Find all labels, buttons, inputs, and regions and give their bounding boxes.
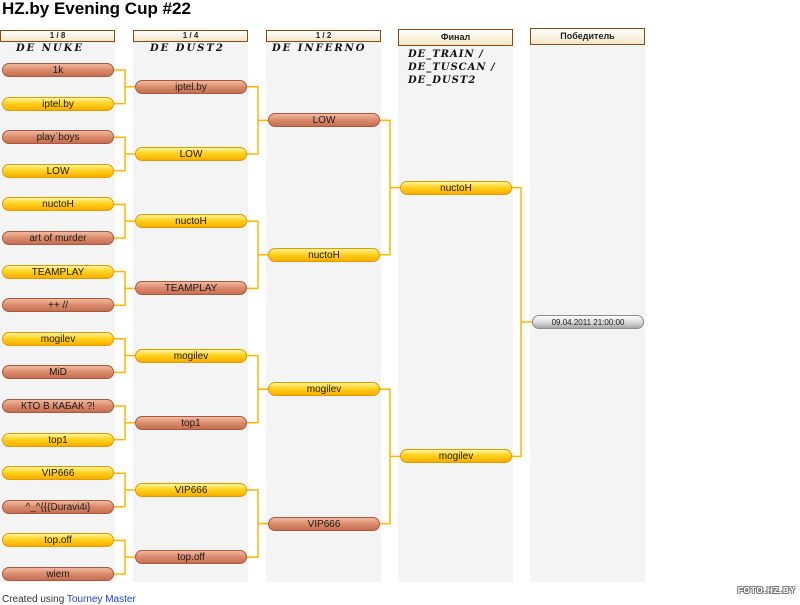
connector-sf-2 [380,388,391,525]
bracket-slot-final-1: nuctoH [400,180,512,195]
connector-r16-5 [114,338,126,374]
connector-qf-2 [247,220,259,290]
bracket-slot-qf-6: top1 [135,415,247,430]
connector-qf-3 [247,354,259,424]
connector-qf-4 [247,489,259,558]
connector-r16-4 [114,270,126,306]
round-header-1-8: 1 / 8 [0,30,115,42]
bracket-slot-r16-14: ^_^{{{Duravi4i} [2,499,114,514]
bracket-slot-qf-8: top.off [135,550,247,565]
connector-qf-1 [247,86,259,155]
round-map-1-8: DE NUKE [16,43,84,54]
bracket-slot-qf-2: LOW [135,147,247,161]
bracket-slot-r16-8: ++ // [2,298,114,313]
bracket-slot-sf-2: nuctoH [268,247,380,262]
bracket-slot-qf-1: iptel.by [135,79,247,94]
bracket-slot-final-2: mogilev [400,449,512,464]
bracket-slot-r16-16: wiem [2,567,114,581]
connector-r16-8 [114,539,126,575]
connector-final [512,186,522,458]
bracket-slot-qf-5: mogilev [135,348,247,363]
bracket-slot-r16-9: mogilev [2,331,114,346]
connector-r16-6 [114,405,126,441]
bracket-slot-qf-3: nuctoH [135,214,247,229]
page-title: HZ.by Evening Cup #22 [2,0,191,18]
round-header-winner: Победитель [530,28,645,45]
column-winner [530,46,645,582]
column-final [398,46,513,582]
round-map-1-2: DE INFERNO [272,43,367,54]
bracket-slot-r16-13: VIP666 [2,466,114,481]
bracket-slot-sf-3: mogilev [268,382,380,397]
bracket-slot-r16-4: LOW [2,163,114,178]
bracket-slot-sf-1: LOW [268,113,380,128]
bracket-slot-r16-11: КТО В КАБАК ?! [2,399,114,413]
connector-r16-1 [114,69,126,105]
bracket-slot-r16-6: art of murder [2,231,114,245]
connector-r16-2 [114,136,126,172]
winner-date-slot: 09.04.2011 21:00:00 [532,315,644,329]
bracket-slot-r16-10: MiD [2,365,114,380]
bracket-slot-sf-4: VIP666 [268,516,380,531]
bracket-slot-r16-5: nuctoH [2,197,114,212]
bracket-slot-qf-7: VIP666 [135,483,247,497]
bracket-slot-r16-1: 1k [2,63,114,77]
connector-r16-7 [114,472,126,508]
round-map-final: DE_TRAIN / DE_TUSCAN / DE_DUST2 [408,49,496,86]
bracket-slot-r16-12: top1 [2,432,114,447]
column-round-1-2 [266,42,381,582]
bracket-slot-r16-15: top.off [2,533,114,548]
round-header-final: Финал [398,29,513,46]
round-header-1-2: 1 / 2 [266,30,381,42]
watermark: FOTO.HZ.BY [737,586,796,595]
bracket-slot-r16-2: iptel.by [2,96,114,111]
bracket-slot-r16-3: play`boys [2,130,114,145]
bracket-slot-qf-4: TEAMPLAY [135,281,247,296]
connector-r16-3 [114,203,126,239]
round-header-1-4: 1 / 4 [133,30,248,42]
bracket-slot-r16-7: TEAMPLAY [2,264,114,279]
connector-sf-1 [380,119,391,256]
round-map-1-4: DE DUST2 [150,43,225,54]
